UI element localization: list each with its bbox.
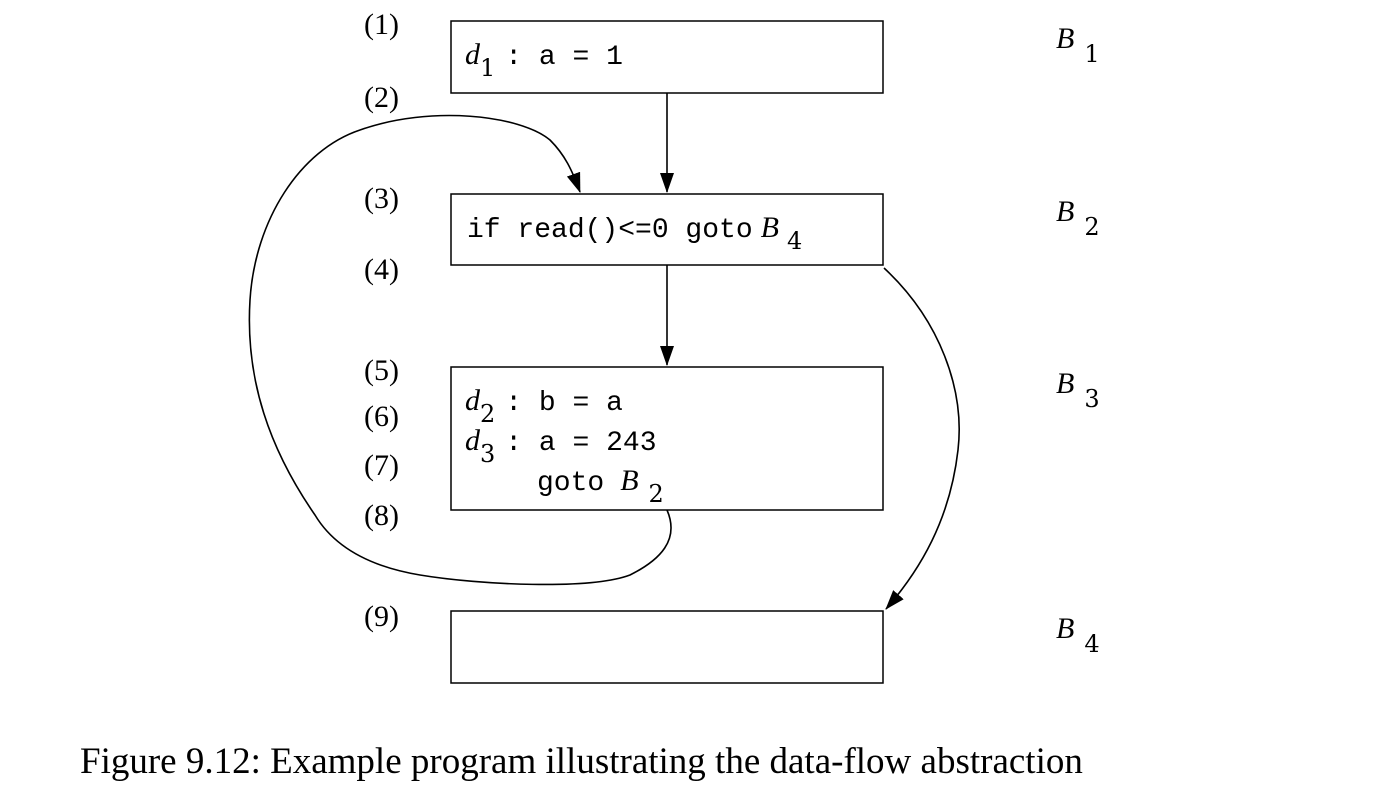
definition-d2-subscript: 2 — [480, 400, 495, 428]
goto-target-subscript: 2 — [649, 480, 664, 508]
line-number-4: (4) — [364, 253, 399, 286]
goto-target-subscript: 4 — [787, 227, 802, 255]
line-number-8: (8) — [364, 499, 399, 532]
block-b3-code-3: goto — [537, 468, 604, 499]
line-number-6: (6) — [364, 400, 399, 433]
block-label-b3-name: B — [1056, 367, 1074, 400]
definition-d2-name: d — [465, 384, 481, 417]
goto-target-label: B — [761, 211, 779, 244]
goto-target-label: B — [620, 464, 638, 497]
definition-d3-subscript: 3 — [480, 440, 495, 468]
block-label-b1-subscript: 1 — [1084, 40, 1099, 68]
block-b4-box — [450, 610, 884, 684]
line-number-1: (1) — [364, 8, 399, 41]
block-b3-line-1: d2 : b = a — [465, 384, 623, 428]
block-label-b3-subscript: 3 — [1084, 385, 1099, 413]
definition-d1-name: d — [465, 38, 481, 71]
edge-b3-to-b2-back — [248, 114, 672, 586]
block-b2-code: if read()<=0 goto — [467, 215, 753, 246]
block-b1-code: : a = 1 — [505, 42, 623, 73]
block-b1-line-1: d1 : a = 1 — [465, 38, 623, 82]
definition-d1-subscript: 1 — [480, 54, 495, 82]
block-b3-line-2: d3 : a = 243 — [465, 424, 657, 468]
block-b3-code-1: : b = a — [505, 388, 623, 419]
figure-caption: Figure 9.12: Example program illustratin… — [80, 741, 1083, 782]
block-b3-code-2: : a = 243 — [505, 428, 656, 459]
block-label-b2-subscript: 2 — [1084, 213, 1099, 241]
line-number-7: (7) — [364, 449, 399, 482]
line-number-3: (3) — [364, 182, 399, 215]
block-label-b4-name: B — [1056, 612, 1074, 645]
block-label-b2-name: B — [1056, 195, 1074, 228]
line-number-9: (9) — [364, 600, 399, 633]
block-label-b1-name: B — [1056, 22, 1074, 55]
edge-b2-to-b4 — [883, 267, 960, 610]
block-label-b4-subscript: 4 — [1084, 630, 1099, 658]
line-number-5: (5) — [364, 354, 399, 387]
definition-d3-name: d — [465, 424, 481, 457]
line-number-2: (2) — [364, 81, 399, 114]
